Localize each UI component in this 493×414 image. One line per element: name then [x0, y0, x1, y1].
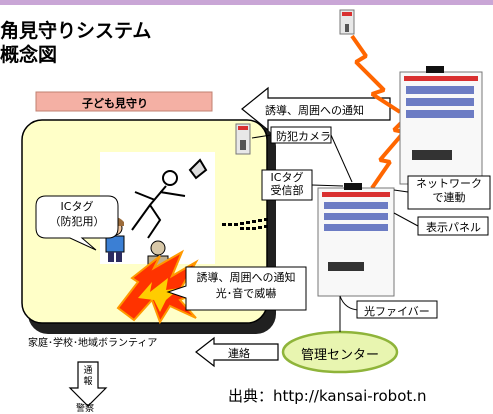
source-citation: 出典：http://kansai-robot.n	[228, 387, 427, 405]
vending-machine-front	[317, 183, 395, 297]
security-camera-icon	[235, 123, 251, 155]
contact-arrow	[195, 336, 279, 368]
network-link-label: ネットワーク で連動	[416, 177, 482, 204]
report-arrow	[68, 361, 108, 407]
alarm-burst-core	[138, 278, 180, 312]
ic-tag-receiver-label: ICタグ 受信部	[270, 171, 304, 197]
running-person-icon	[131, 158, 208, 239]
wireless-signal-network	[370, 108, 416, 190]
optical-fiber-label: 光ファイバー	[364, 305, 430, 318]
signal-dots	[222, 218, 268, 230]
optical-fiber-box	[356, 300, 438, 319]
ic-tag-bubble	[35, 195, 119, 251]
title-line-2: 概念図	[0, 44, 58, 66]
child-watch-label: 子ども見守り	[82, 97, 148, 110]
guidance-notify-top: 誘導、周囲への通知	[265, 104, 364, 117]
top-band	[0, 0, 493, 5]
guidance-callout-bottom	[166, 266, 307, 311]
wireless-signal-top	[350, 34, 402, 114]
ic-tag-security-label: ICタグ （防犯用）	[49, 200, 105, 228]
contact-label: 連絡	[228, 347, 250, 360]
vending-machine-back	[399, 66, 483, 185]
camera-top-icon	[339, 9, 355, 35]
display-panel-label: 表示パネル	[426, 221, 481, 234]
police-label: 警察	[76, 404, 95, 414]
notify-arrow-top	[241, 86, 391, 132]
community-label: 家庭･学校･地域ボランティア	[28, 338, 158, 349]
guidance-notify-bottom: 誘導、周囲への通知 光･音で威嚇	[196, 271, 296, 300]
network-link-box	[407, 175, 491, 210]
security-camera-label: 防犯カメラ	[276, 130, 331, 143]
management-center-label: 管理センター	[301, 348, 380, 363]
child-watch-header	[35, 91, 213, 112]
title-line-1: 角見守りシステム	[0, 20, 152, 42]
report-label: 通報	[83, 366, 93, 387]
